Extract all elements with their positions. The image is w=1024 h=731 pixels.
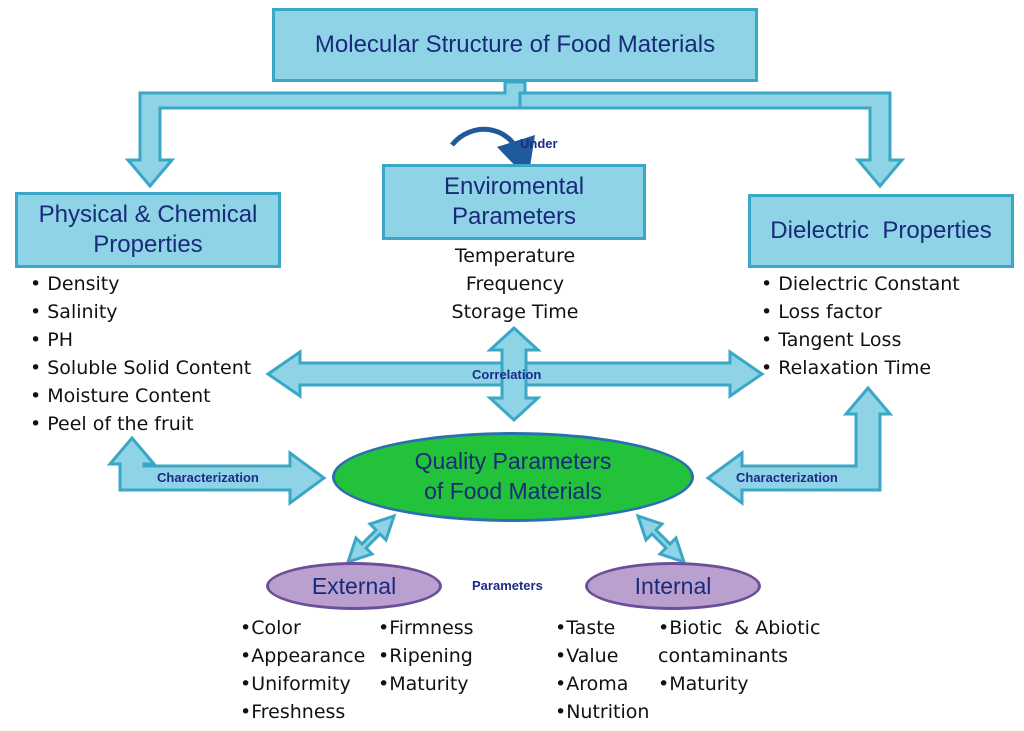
physical-chemical-title-line2: Properties [93,231,203,258]
list-item: •Firmness [378,617,474,639]
characterization-left-arrow [106,435,327,506]
list-item: •Freshness [240,701,346,723]
list-item: Temperature [454,245,576,267]
molecular-structure-title: Molecular Structure of Food Materials [314,31,716,58]
characterization-right-arrow [705,385,894,506]
list-item: •Maturity [378,673,469,695]
correlation-vertical-arrow [486,325,542,423]
external-link-arrow [345,513,397,565]
list-item: • Relaxation Time [761,357,932,379]
split-arrow-right [518,91,906,189]
list-item: •Appearance [240,645,366,667]
list-item: •Uniformity [240,673,351,695]
characterization-left-label: Characterization [157,470,259,485]
internal-oval: Internal [585,562,761,610]
internal-list-col1: •Taste •Value •Aroma •Nutrition [555,614,660,726]
internal-title: Internal [634,572,712,599]
list-item: •Nutrition [555,701,650,723]
quality-title-line2: of Food Materials [424,478,602,504]
list-item: •Aroma [555,673,629,695]
list-item: Frequency [465,273,565,295]
list-item: contaminants [658,645,789,667]
quality-parameters-oval: Quality Parameters of Food Materials [332,432,694,522]
list-item: •Maturity [658,673,749,695]
list-item: •Biotic & Abiotic [658,617,821,639]
under-curved-arrow [450,126,536,180]
dielectric-title: Dielectric Properties [770,217,992,244]
environmental-list: Temperature Frequency Storage Time [430,242,600,326]
list-item: • Tangent Loss [761,329,902,351]
list-item: Storage Time [451,301,579,323]
environmental-title-line2: Parameters [451,203,577,230]
molecular-structure-box: Molecular Structure of Food Materials [272,8,758,82]
list-item: • Peel of the fruit [30,413,194,435]
physical-chemical-list: • Density • Salinity • PH • Soluble Soli… [30,270,270,438]
dielectric-list: • Dielectric Constant • Loss factor • Ta… [761,270,1001,382]
parameters-label: Parameters [472,578,543,593]
correlation-label: Correlation [472,367,542,382]
under-label: Under [520,136,558,151]
list-item: • Moisture Content [30,385,211,407]
external-list-col2: •Firmness •Ripening •Maturity [378,614,498,698]
dielectric-properties-box: Dielectric Properties [748,194,1014,268]
list-item: •Taste [555,617,616,639]
characterization-right-label: Characterization [736,470,838,485]
internal-list-col2: •Biotic & Abiotic contaminants •Maturity [658,614,838,698]
list-item: • PH [30,329,73,351]
physical-chemical-box: Physical & Chemical Properties [15,192,281,268]
physical-chemical-title-line1: Physical & Chemical [38,201,258,228]
environmental-parameters-box: Enviromental Parameters [382,164,646,240]
list-item: • Dielectric Constant [761,273,960,295]
list-item: • Loss factor [761,301,882,323]
external-oval: External [266,562,442,610]
internal-link-arrow [635,513,687,565]
list-item: • Soluble Solid Content [30,357,252,379]
list-item: • Density [30,273,120,295]
external-title: External [311,572,397,599]
external-list-col1: •Color •Appearance •Uniformity •Freshnes… [240,614,375,726]
list-item: •Ripening [378,645,473,667]
list-item: • Salinity [30,301,118,323]
list-item: •Value [555,645,619,667]
quality-title-line1: Quality Parameters [414,448,612,475]
environmental-title-line1: Enviromental [443,173,585,200]
list-item: •Color [240,617,301,639]
